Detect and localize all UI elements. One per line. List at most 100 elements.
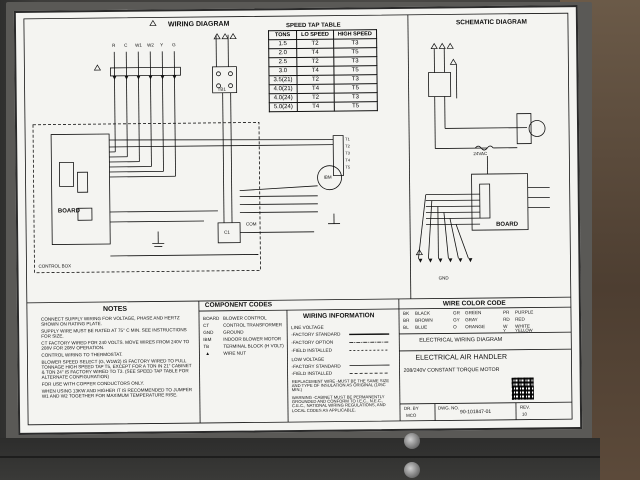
wire-color-code-title: WIRE COLOR CODE <box>442 299 506 308</box>
cell: 2.0 <box>268 48 297 58</box>
panel-screw-top <box>404 433 420 449</box>
low-item: -FIELD INSTALLED <box>291 370 333 377</box>
schematic-board-label: BOARD <box>496 221 519 228</box>
motor-tap-t4: T4 <box>345 157 351 163</box>
rev-label: REV. <box>519 404 530 410</box>
color-code: BK <box>402 310 410 316</box>
cell: 5.0(24) <box>269 102 298 112</box>
note-item: CONNECT SUPPLY WIRING FOR VOLTAGE, PHASE… <box>40 315 180 327</box>
cell: T2 <box>296 57 334 67</box>
ibm-label: IBM <box>323 174 332 180</box>
tb1-label: TB1 <box>217 86 226 92</box>
cell: T5 <box>333 47 377 58</box>
cell: T2 <box>297 75 334 85</box>
rev-value: 10 <box>522 411 527 417</box>
lv-item: -FIELD INSTALLED <box>291 347 332 354</box>
speed-tap-title: SPEED TAP TABLE <box>285 22 341 30</box>
code-key: BOARD <box>203 315 220 321</box>
wiring-diagram-title: WIRING DIAGRAM <box>167 20 230 29</box>
control-box-label: CONTROL BOX <box>38 263 72 269</box>
24vac-label: 24VAC <box>473 151 488 157</box>
cell: T5 <box>333 65 377 76</box>
col-lo-speed: LO SPEED <box>296 30 334 40</box>
code-key: TB <box>203 343 210 349</box>
motor-tap-t1: T1 <box>345 136 350 142</box>
low-voltage-label: LOW VOLTAGE <box>291 356 325 363</box>
dwg-no-label: DWG. NO. <box>437 405 459 411</box>
bottom-rail <box>0 438 600 480</box>
cell: 3.5(21) <box>268 75 298 85</box>
terminal-y: Y <box>160 42 164 48</box>
dr-by-value: MCO <box>406 412 417 418</box>
color-name: YELLOW <box>515 327 533 333</box>
code-desc: GROUND <box>223 329 244 335</box>
cell: 4.0(24) <box>269 93 298 103</box>
code-desc: BLOWER CONTROL <box>222 315 267 321</box>
motor-type: 208/240V CONSTANT TORQUE MOTOR <box>403 366 500 374</box>
color-name: GREEN <box>464 310 482 316</box>
cell: T4 <box>297 102 335 112</box>
dr-by-label: DR. BY <box>403 405 419 411</box>
component-codes-title: COMPONENT CODES <box>204 301 273 309</box>
motor-tap-t3: T3 <box>345 150 350 156</box>
cell: T3 <box>333 56 377 67</box>
wiring-drawing <box>23 12 573 426</box>
color-name: BROWN <box>415 317 433 323</box>
lv-item: -FACTORY OPTION <box>291 339 334 346</box>
low-item: -FACTORY STANDARD <box>291 363 341 370</box>
dwg-no-value: 90-101847-01 <box>459 408 492 416</box>
note-item: SUPPLY WIRE MUST BE RATED AT 75° C MIN. … <box>41 327 187 339</box>
cell: T4 <box>297 84 335 94</box>
cell: T5 <box>334 101 378 112</box>
c1-label: C1 <box>224 229 230 235</box>
board-label: BOARD <box>57 208 80 215</box>
col-high-speed: HIGH SPEED <box>333 29 377 40</box>
cell: T4 <box>296 48 334 58</box>
replacement-wire-note: REPLACEMENT WIRE -MUST BE THE SAME SIZE … <box>291 378 390 393</box>
cell: T5 <box>333 83 377 94</box>
note-item: FOR USE WITH COPPER CONDUCTORS ONLY. <box>41 380 145 387</box>
code-desc: TERMINAL BLOCK (H VOLT) <box>223 343 284 349</box>
color-name: BLUE <box>415 324 428 330</box>
code-desc: INDOOR BLOWER MOTOR <box>223 336 282 342</box>
line-voltage-label: LINE VOLTAGE <box>291 324 324 331</box>
warning-note: WARNING -CABINET MUST BE PERMANENTLY GRO… <box>291 394 386 413</box>
notes-title: NOTES <box>102 305 128 314</box>
terminal-w2: W2 <box>147 42 154 48</box>
diagram-name: ELECTRICAL WIRING DIAGRAM <box>419 336 503 344</box>
cell: 3.0 <box>268 66 298 76</box>
wiring-information-title: WIRING INFORMATION <box>302 312 375 320</box>
color-code: BR <box>403 317 410 323</box>
note-item: CT FACTORY WIRED FOR 240 VOLTS. MOVE WIR… <box>41 339 190 351</box>
color-code: PR <box>502 309 510 315</box>
terminal-w1: W1 <box>135 42 142 48</box>
color-name: PURPLE <box>514 309 534 315</box>
color-name: GRAY <box>465 317 478 323</box>
note-item: BLOWER SPEED SELECT (G, W1W2) IS FACTORY… <box>41 358 192 380</box>
wire-nut-icon: ▲ <box>205 350 210 356</box>
color-code: GR <box>452 310 460 316</box>
color-name: BLACK <box>414 310 431 316</box>
color-name: RED <box>515 316 525 322</box>
terminal-g: G <box>172 42 176 48</box>
cell: T3 <box>333 74 377 85</box>
color-code: RD <box>503 316 510 322</box>
qr-code <box>511 377 534 400</box>
code-desc: WIRE NUT <box>223 350 247 356</box>
color-name: ORANGE <box>465 324 486 330</box>
gnd-label: GND <box>438 275 449 281</box>
code-desc: CONTROL TRANSFORMER <box>223 322 283 328</box>
motor-tap-t2: T2 <box>345 143 350 149</box>
note-item: WHEN USING 13KW AND HIGHER IT IS RECOMME… <box>41 387 193 399</box>
color-code: Y <box>503 327 506 333</box>
col-tons: TONS <box>268 30 297 40</box>
com-label: COM <box>246 221 257 227</box>
code-key: GND <box>203 329 214 335</box>
notes-list: CONNECT SUPPLY WIRING FOR VOLTAGE, PHASE… <box>41 315 196 401</box>
cell: T2 <box>297 93 335 103</box>
cell: T2 <box>296 39 334 49</box>
color-code: BL <box>403 324 409 330</box>
cell: 4.0(21) <box>269 84 298 94</box>
panel-screw-bottom <box>404 462 420 478</box>
